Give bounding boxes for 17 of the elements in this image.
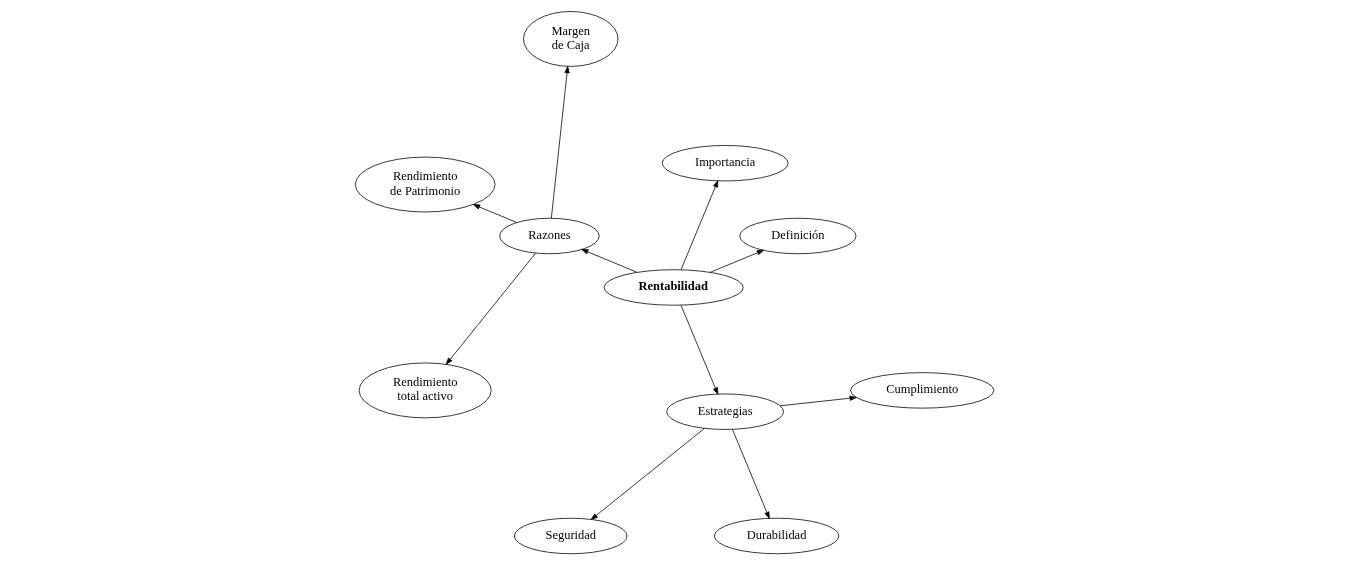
arrow (779, 395, 857, 407)
arrow (680, 180, 718, 271)
node-ellipse: Rentabilidad (603, 269, 744, 306)
arrow (731, 428, 770, 519)
node-ellipse: Rendimiento total activo (358, 362, 492, 419)
node-ellipse: Durabilidad (713, 517, 839, 555)
arrow (445, 252, 536, 365)
arrow (680, 304, 718, 395)
node-ellipse: Importancia (661, 145, 788, 182)
node-ellipse: Seguridad (513, 517, 627, 555)
node-ellipse: Margen de Caja (522, 11, 618, 67)
arrow (709, 249, 764, 273)
arrow (550, 66, 570, 219)
node-ellipse: Estrategias (665, 393, 784, 430)
arrow (580, 249, 637, 273)
arrow (472, 204, 517, 223)
arrow (590, 428, 705, 520)
